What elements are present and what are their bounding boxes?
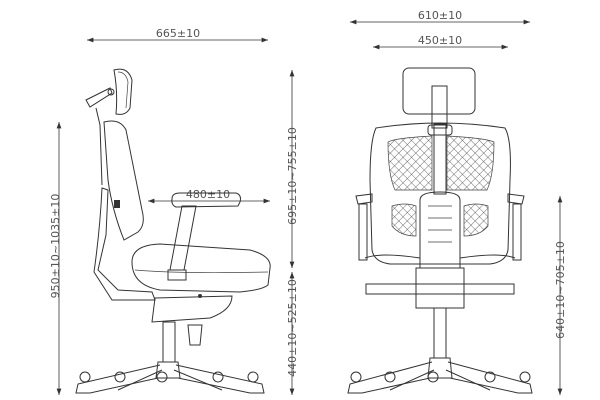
side-headrest [113,68,133,115]
dim-label-back-height: 695±10~755±10 [286,127,299,225]
chair-front-view [347,67,533,394]
chair-side-view [75,68,271,394]
front-mesh-right [446,135,495,191]
side-arm-post [169,205,197,271]
front-lumbar [419,191,461,269]
side-backrest [103,120,144,241]
dim-label-seat-height: 440±10~525±10 [286,279,299,377]
dimension-lines [56,19,563,395]
front-casters [350,371,531,383]
front-gas-lift [433,307,447,359]
dim-label-arm-height: 640±10~705±10 [554,241,567,339]
side-seat [131,243,271,293]
front-backrest [369,122,511,265]
dim-label-back-width: 450±10 [418,34,462,47]
front-headrest [402,67,476,115]
dim-label-overall-width: 610±10 [418,9,462,22]
front-mesh-left [387,135,433,191]
dim-label-overall-depth: 665±10 [156,27,200,40]
dim-label-seat-depth: 480±10 [186,188,230,201]
side-back-frame [93,187,156,301]
dim-label-total-height: 950±10~1035±10 [49,194,62,299]
side-casters [79,371,259,383]
side-gas-lift [162,321,176,363]
side-armrest [171,192,241,208]
